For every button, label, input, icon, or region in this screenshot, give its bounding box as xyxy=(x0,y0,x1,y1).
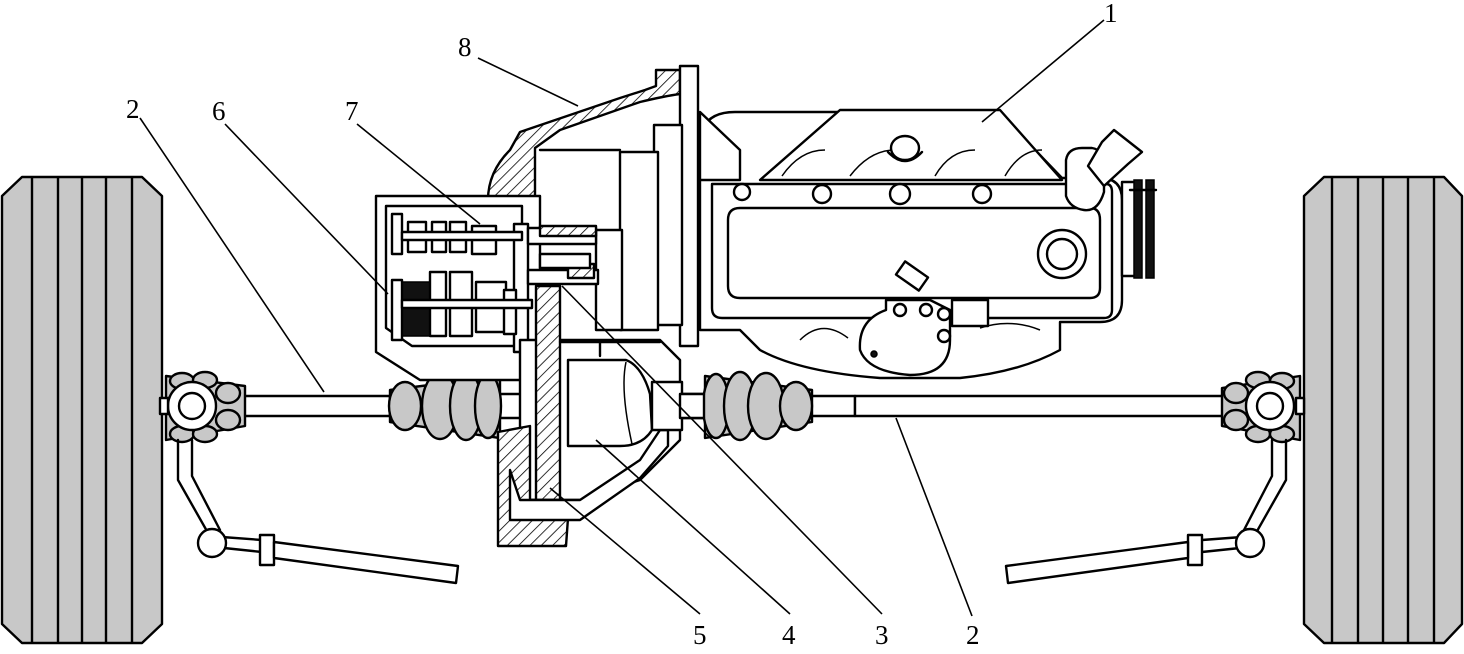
callout-7: 7 xyxy=(345,96,359,126)
left-outer-cv-joint xyxy=(158,370,247,444)
differential xyxy=(496,284,706,548)
callout-1: 1 xyxy=(1104,0,1118,28)
callout-4: 4 xyxy=(782,620,796,650)
callout-5: 5 xyxy=(693,620,707,650)
right-wheel xyxy=(1302,175,1464,645)
callout-8: 8 xyxy=(458,32,472,62)
input-shaft xyxy=(526,224,600,286)
gearbox xyxy=(374,194,542,382)
left-drive-shaft xyxy=(238,392,552,420)
left-wheel xyxy=(0,175,164,645)
left-suspension-arm xyxy=(176,438,460,585)
leader-lines xyxy=(139,19,1105,617)
right-outer-cv-joint xyxy=(1220,370,1306,444)
callouts: 1 8 7 6 2 5 4 3 2 xyxy=(126,0,1118,650)
left-inner-cv-boot xyxy=(387,370,503,442)
callout-6: 6 xyxy=(212,96,226,126)
right-suspension-arm xyxy=(1004,438,1288,585)
engine xyxy=(698,108,1158,380)
callout-2-right: 2 xyxy=(966,620,980,650)
callout-3: 3 xyxy=(875,620,889,650)
callout-2-left: 2 xyxy=(126,94,140,124)
right-inner-cv-boot xyxy=(701,370,814,442)
